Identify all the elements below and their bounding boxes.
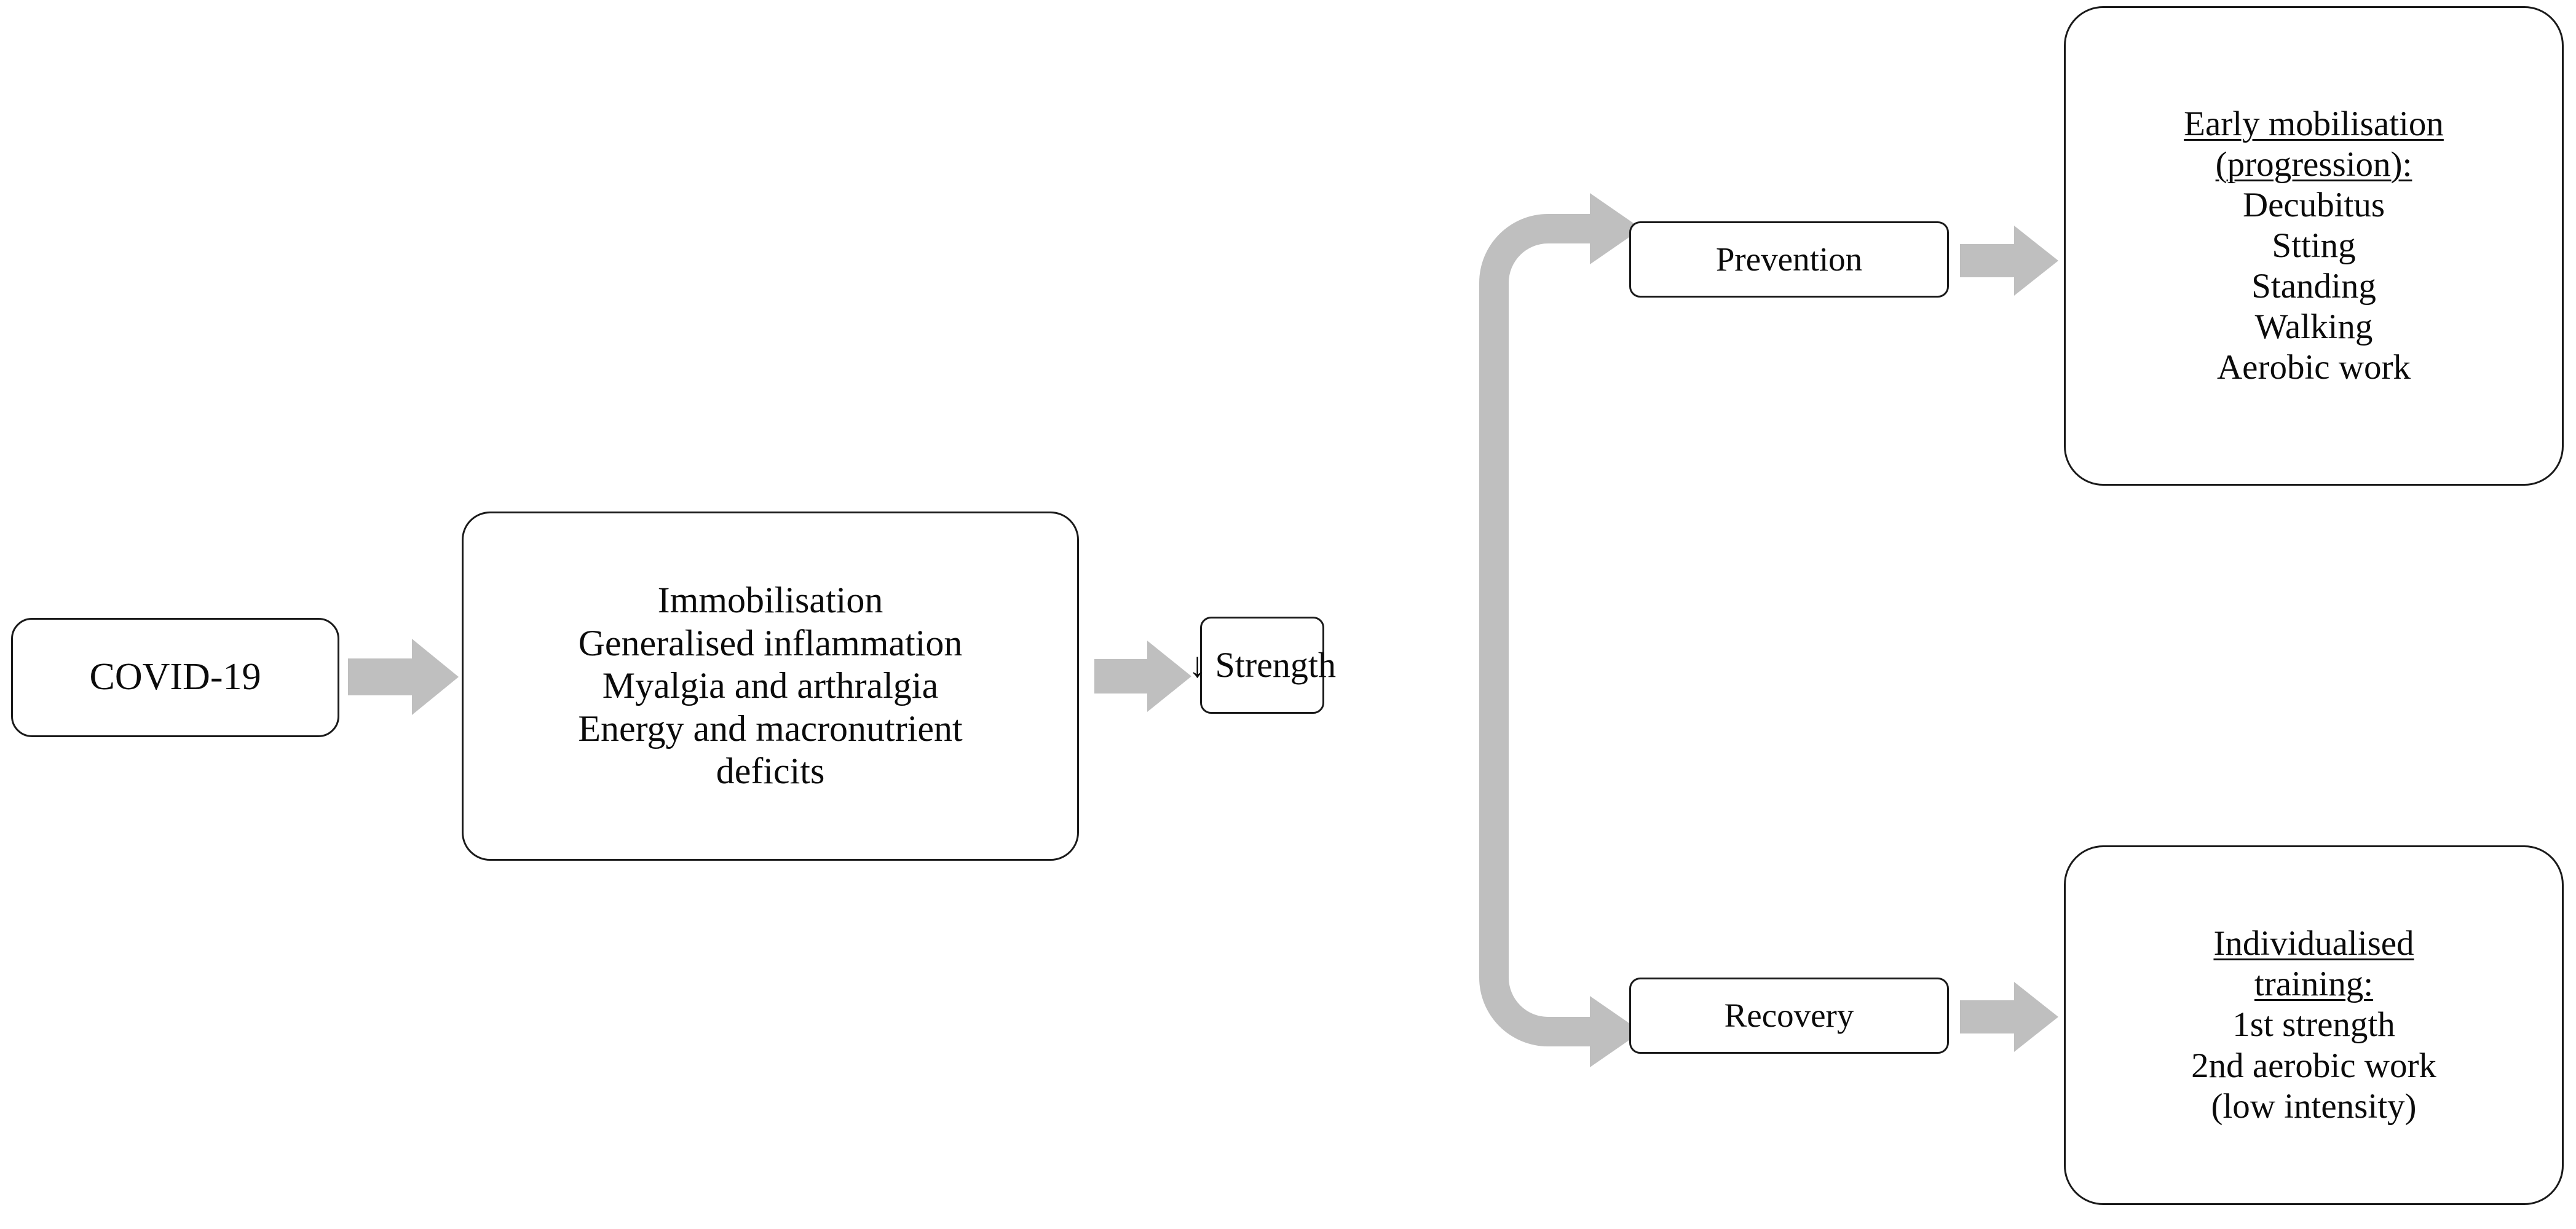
node-mechanisms-line-1: Immobilisation <box>657 580 883 621</box>
arrow-covid-to-mechanisms <box>348 636 459 717</box>
arrow-recovery-to-individualised-training <box>1960 981 2058 1053</box>
node-individualised-training-heading-line-1: Individualised <box>2213 924 2414 963</box>
node-mechanisms-line-5: deficits <box>716 751 825 792</box>
node-decreased-strength: ↓ Strength <box>1188 617 1336 714</box>
arrow-prevention-to-early-mobilisation <box>1960 224 2058 297</box>
node-early-mobilisation: Early mobilisation (progression): Decubi… <box>2064 6 2564 486</box>
node-mechanisms-line-4: Energy and macronutrient <box>578 708 963 749</box>
node-individualised-training-item-3: (low intensity) <box>2211 1086 2417 1126</box>
node-recovery: Recovery <box>1629 978 1949 1054</box>
node-early-mobilisation-item-3: Standing <box>2251 267 2376 306</box>
node-early-mobilisation-heading-line-1: Early mobilisation <box>2184 104 2444 143</box>
node-covid-19: COVID-19 <box>11 618 339 737</box>
arrow-branch-split <box>1468 193 1653 1067</box>
node-individualised-training: Individualised training: 1st strength 2n… <box>2064 845 2564 1205</box>
node-early-mobilisation-item-2: Stting <box>2272 226 2356 265</box>
node-early-mobilisation-item-5: Aerobic work <box>2217 348 2411 387</box>
node-early-mobilisation-heading-line-2: (progression): <box>2215 144 2412 184</box>
node-recovery-label: Recovery <box>1724 997 1854 1035</box>
node-covid-19-label: COVID-19 <box>89 656 261 698</box>
node-mechanisms-line-2: Generalised inflammation <box>578 622 963 663</box>
arrow-mechanisms-to-strength <box>1094 639 1191 713</box>
node-early-mobilisation-item-4: Walking <box>2254 307 2373 347</box>
node-individualised-training-item-2: 2nd aerobic work <box>2191 1046 2436 1085</box>
node-early-mobilisation-item-1: Decubitus <box>2242 185 2385 224</box>
node-prevention-label: Prevention <box>1715 240 1863 279</box>
node-prevention: Prevention <box>1629 221 1949 298</box>
node-mechanisms-line-3: Myalgia and arthralgia <box>602 665 939 706</box>
node-individualised-training-heading-line-2: training: <box>2254 965 2374 1004</box>
node-individualised-training-item-1: 1st strength <box>2232 1005 2395 1045</box>
node-mechanisms: Immobilisation Generalised inflammation … <box>462 512 1079 861</box>
node-decreased-strength-label: ↓ Strength <box>1188 645 1337 686</box>
